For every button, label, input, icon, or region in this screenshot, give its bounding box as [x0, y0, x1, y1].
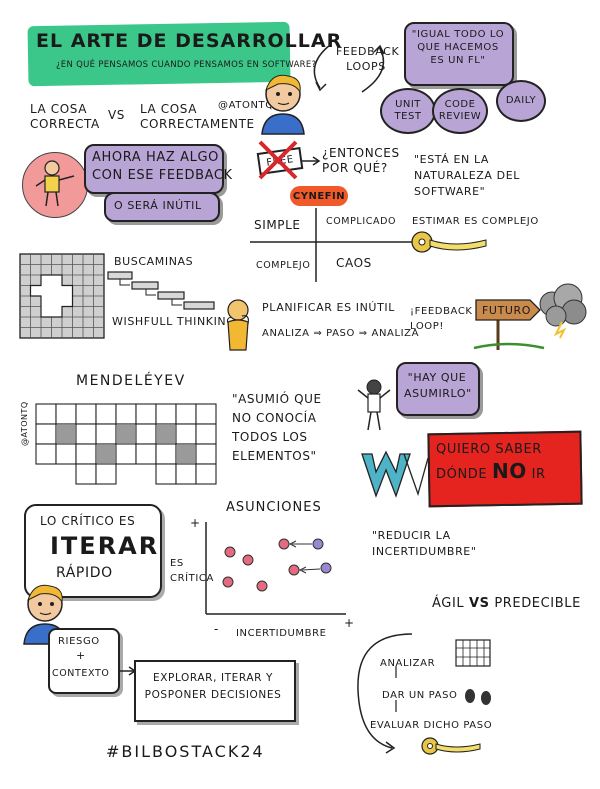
- planning-cycle: ANALIZA ⇒ PASO ⇒ ANALIZA: [262, 328, 420, 339]
- assume-box: [396, 362, 480, 416]
- assume-text: "HAY QUE ASUMIRLO": [404, 371, 472, 400]
- critical-speech-box: [24, 504, 162, 598]
- cynefin-complicated: COMPLICADO: [326, 216, 397, 227]
- want-know-where: DÓNDE: [436, 467, 488, 482]
- critical-line1: LO CRÍTICO ES: [40, 514, 136, 528]
- assumptions-yminus: -: [214, 622, 219, 636]
- storm-cloud-icon: [539, 283, 587, 339]
- want-know-go: IR: [531, 467, 546, 482]
- explore-box: [134, 660, 296, 722]
- measuring-tape-small-icon: [421, 737, 481, 755]
- then-why-text: ¿ENTONCES POR QUÉ?: [322, 146, 400, 175]
- bubble-code-review: CODE REVIEW: [432, 88, 488, 134]
- feedback-quote: "IGUAL TODO LO QUE HACEMOS ES UN FL": [411, 29, 505, 66]
- minesweeper-label: BUSCAMINAS: [114, 255, 194, 268]
- step-take-step: DAR UN PASO: [382, 690, 458, 701]
- mendeleyev-title: MENDELÉYEV: [76, 373, 186, 389]
- want-know-line1: QUIERO SABER: [436, 442, 542, 457]
- want-know-no: NO: [491, 459, 527, 483]
- feedback-loops-label: FEEDBACK LOOPS: [336, 45, 400, 73]
- cynefin-complex: COMPLEJO: [256, 260, 311, 271]
- step-evaluate: EVALUAR DICHO PASO: [370, 720, 493, 731]
- future-sign-icon: [473, 299, 545, 350]
- cynefin-chaos: CAOS: [336, 256, 372, 270]
- steps-cycle-arrows: [357, 633, 413, 754]
- predictable-label: PREDECIBLE: [494, 596, 581, 611]
- or-useless-text: O SERÁ INÚTIL: [114, 199, 202, 212]
- want-know-line2: DÓNDE NO IR: [436, 461, 546, 482]
- right-thing-text: LA COSA CORRECTA: [30, 102, 100, 131]
- cynefin-title-badge: CYNEFIN: [290, 186, 348, 206]
- risk-line1: RIESGO: [58, 636, 100, 647]
- mendeleyev-quote: "ASUMIÓ QUE NO CONOCÍA TODOS LOS ELEMENT…: [232, 392, 322, 463]
- step-analyze: ANALIZAR: [380, 658, 436, 669]
- bubble-code-review-label: CODE REVIEW: [438, 99, 482, 122]
- agile-label: ÁGIL: [432, 596, 465, 611]
- staircase-bars: [107, 271, 215, 310]
- assumptions-xlabel: INCERTIDUMBRE: [236, 628, 327, 639]
- w-shape-icon: [361, 450, 429, 498]
- assumptions-yplus: +: [190, 516, 201, 530]
- assumptions-xplus: +: [344, 616, 355, 630]
- cynefin-simple: SIMPLE: [254, 218, 301, 232]
- assumptions-title: ASUNCIONES: [226, 500, 322, 515]
- wishful-label: WISHFULL THINKING: [112, 315, 236, 328]
- page-subtitle: ¿EN QUÉ PENSAMOS CUANDO PENSAMOS EN SOFT…: [56, 60, 317, 70]
- mendeleyev-handle: @ATONTQ: [20, 401, 29, 446]
- now-do-line1: AHORA HAZ ALGO: [92, 150, 219, 165]
- bubble-unit-test-label: UNIT TEST: [394, 99, 422, 122]
- reduce-quote: "REDUCIR LA INCERTIDUMBRE": [372, 529, 477, 558]
- bubble-unit-test: UNIT TEST: [380, 88, 436, 134]
- hashtag: #BILBOSTACK24: [106, 742, 265, 761]
- bubble-daily: DAILY: [496, 80, 546, 122]
- versus-text: VS: [108, 108, 126, 122]
- thing-right-text: LA COSA CORRECTAMENTE: [140, 102, 255, 131]
- cross-mark-icon: [258, 140, 298, 180]
- measuring-tape-icon: [411, 231, 487, 253]
- risk-plus: +: [76, 649, 86, 662]
- agile-vs-predictable: ÁGIL VS PREDECIBLE: [432, 596, 581, 611]
- risk-line2: CONTEXTO: [52, 668, 110, 679]
- assumptions-axes: [205, 522, 346, 615]
- assumptions-ylabel: ES CRÍTICA: [170, 558, 214, 584]
- speaker-avatar: [261, 74, 305, 135]
- footprints-icon: [465, 689, 491, 705]
- speaker-handle: @ATONTQ: [218, 100, 274, 111]
- nature-quote: "ESTÁ EN LA NATURALEZA DEL SOFTWARE": [414, 153, 520, 198]
- cynefin-axes: [250, 208, 422, 282]
- critical-line2: ITERAR: [50, 532, 160, 560]
- stick-figure-icon: [35, 160, 75, 207]
- planning-useless: PLANIFICAR ES INÚTIL: [262, 301, 395, 314]
- agile-vs: VS: [468, 596, 490, 611]
- stick-figure-assume-icon: [357, 379, 391, 431]
- risk-box: [48, 628, 120, 694]
- feedback-quote-box: [404, 22, 514, 86]
- planning-feedback: ¡FEEDBACK LOOP!: [410, 306, 473, 332]
- or-useless-box: [104, 192, 220, 222]
- arrow-icon: [302, 156, 321, 166]
- fence-grid-icon: [455, 639, 491, 667]
- explore-text: EXPLORAR, ITERAR Y POSPONER DECISIONES: [144, 672, 282, 701]
- minesweeper-grid: [19, 253, 105, 339]
- bubble-daily-label: DAILY: [505, 95, 537, 106]
- cynefin-title: CYNEFIN: [292, 190, 346, 202]
- critical-line3: RÁPIDO: [56, 565, 113, 581]
- page-title: EL ARTE DE DESARROLLAR: [36, 30, 343, 52]
- future-sign-label: FUTURO: [482, 304, 532, 317]
- estimate-text: ESTIMAR ES COMPLEJO: [412, 216, 539, 227]
- periodic-table-grid: [35, 403, 217, 485]
- now-do-line2: CON ESE FEEDBACK: [92, 168, 233, 183]
- feedback-loop-arrows: [313, 44, 385, 93]
- thinking-person-icon: [227, 299, 249, 351]
